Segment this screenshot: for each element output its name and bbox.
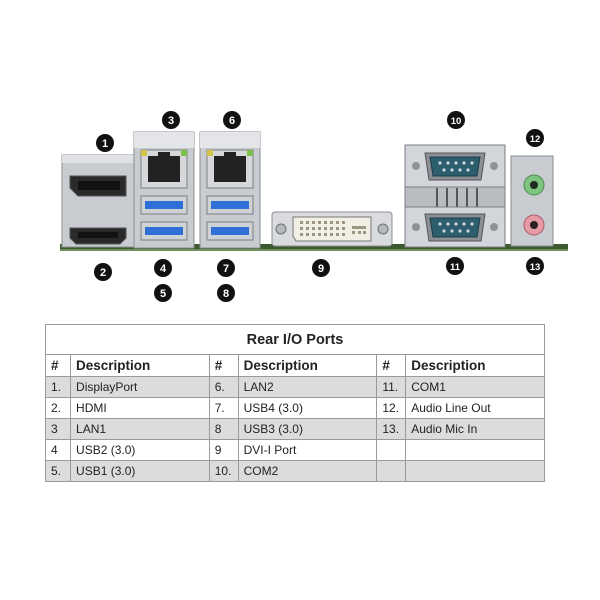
port-description: LAN1 bbox=[70, 418, 210, 440]
callout-13: 13 bbox=[526, 257, 544, 275]
port-number: 4 bbox=[44, 439, 72, 461]
lan1-usb-stack bbox=[133, 131, 195, 249]
port-description: USB1 (3.0) bbox=[70, 460, 210, 482]
usb2-port bbox=[140, 195, 188, 215]
port-description: DisplayPort bbox=[70, 376, 210, 398]
callout-6: 6 bbox=[223, 111, 241, 129]
callout-1: 1 bbox=[96, 134, 114, 152]
table-row: 2. HDMI 7. USB4 (3.0) 12. Audio Line Out bbox=[44, 397, 545, 419]
audio-mic-in-jack bbox=[523, 214, 545, 236]
port-number: 6. bbox=[208, 376, 239, 398]
board-edge bbox=[60, 244, 568, 250]
port-number bbox=[376, 460, 407, 482]
column-header: Description bbox=[237, 354, 378, 377]
com1-port bbox=[404, 144, 506, 188]
table-row: 4 USB2 (3.0) 9 DVI-I Port bbox=[44, 439, 545, 461]
table-caption-row: Rear I/O Ports bbox=[45, 324, 545, 355]
callout-2: 2 bbox=[94, 263, 112, 281]
port-description: USB4 (3.0) bbox=[237, 397, 378, 419]
audio-line-out-jack bbox=[523, 174, 545, 196]
lan2-port bbox=[206, 149, 254, 189]
port-description: USB3 (3.0) bbox=[237, 418, 378, 440]
port-number: 12. bbox=[376, 397, 407, 419]
callout-3: 3 bbox=[162, 111, 180, 129]
com-ports-stack bbox=[404, 144, 506, 248]
lan2-usb-stack bbox=[199, 131, 261, 249]
callout-9: 9 bbox=[312, 259, 330, 277]
column-header: # bbox=[208, 354, 239, 377]
callout-10: 10 bbox=[447, 111, 465, 129]
port-description: USB2 (3.0) bbox=[70, 439, 210, 461]
table-row: 3 LAN1 8 USB3 (3.0) 13. Audio Mic In bbox=[44, 418, 545, 440]
callout-9-label: 9 bbox=[318, 263, 324, 275]
port-description: HDMI bbox=[70, 397, 210, 419]
port-number: 13. bbox=[376, 418, 407, 440]
port-number bbox=[376, 439, 407, 461]
callout-1-label: 1 bbox=[102, 138, 108, 150]
video-stack bbox=[61, 154, 135, 248]
table-row: 5. USB1 (3.0) 10. COM2 bbox=[44, 460, 545, 482]
com2-port bbox=[404, 206, 506, 248]
port-description: DVI-I Port bbox=[237, 439, 378, 461]
table-caption: Rear I/O Ports bbox=[45, 324, 545, 355]
displayport-connector bbox=[69, 175, 127, 197]
hdmi-connector bbox=[69, 227, 127, 245]
port-number: 10. bbox=[208, 460, 239, 482]
lan1-port bbox=[140, 149, 188, 189]
callout-4-label: 4 bbox=[160, 263, 167, 275]
usb1-port bbox=[140, 221, 188, 241]
table-header-row: # Description # Description # Descriptio… bbox=[44, 354, 545, 377]
dvi-i-port bbox=[271, 211, 393, 247]
port-number: 7. bbox=[208, 397, 239, 419]
port-description bbox=[405, 439, 545, 461]
column-header: Description bbox=[405, 354, 545, 377]
port-description: Audio Mic In bbox=[405, 418, 545, 440]
callout-8-label: 8 bbox=[223, 288, 229, 300]
callout-11-label: 11 bbox=[450, 262, 461, 273]
callout-13-label: 13 bbox=[530, 262, 541, 273]
callout-6-label: 6 bbox=[229, 115, 235, 127]
board-edge-shadow bbox=[60, 249, 568, 251]
usb3-port bbox=[206, 221, 254, 241]
port-description: LAN2 bbox=[237, 376, 378, 398]
port-number: 1. bbox=[44, 376, 72, 398]
callout-3-label: 3 bbox=[168, 115, 174, 127]
table-row: 1. DisplayPort 6. LAN2 11. COM1 bbox=[44, 376, 545, 398]
callout-5: 5 bbox=[154, 284, 172, 302]
callout-4: 4 bbox=[154, 259, 172, 277]
callout-2-label: 2 bbox=[100, 267, 106, 279]
callout-5-label: 5 bbox=[160, 288, 166, 300]
port-number: 3 bbox=[44, 418, 72, 440]
port-number: 5. bbox=[44, 460, 72, 482]
port-description: COM2 bbox=[237, 460, 378, 482]
callout-7: 7 bbox=[217, 259, 235, 277]
port-number: 2. bbox=[44, 397, 72, 419]
audio-jack-stack bbox=[510, 155, 554, 247]
column-header: # bbox=[44, 354, 72, 377]
rear-io-table: Rear I/O Ports # Description # Descripti… bbox=[44, 324, 545, 482]
callout-8: 8 bbox=[217, 284, 235, 302]
callout-7-label: 7 bbox=[223, 263, 229, 275]
port-number: 11. bbox=[376, 376, 407, 398]
usb4-port bbox=[206, 195, 254, 215]
callout-10-label: 10 bbox=[451, 116, 462, 127]
port-number: 8 bbox=[208, 418, 239, 440]
port-description bbox=[405, 460, 545, 482]
column-header: Description bbox=[70, 354, 210, 377]
column-header: # bbox=[376, 354, 407, 377]
callout-12: 12 bbox=[526, 129, 544, 147]
com-header-pins bbox=[436, 188, 478, 208]
callout-11: 11 bbox=[446, 257, 464, 275]
port-description: COM1 bbox=[405, 376, 545, 398]
rear-io-diagram: 1 2 3 4 5 6 7 8 9 10 11 12 13 bbox=[60, 111, 568, 302]
port-number: 9 bbox=[208, 439, 239, 461]
callout-12-label: 12 bbox=[530, 134, 541, 145]
port-description: Audio Line Out bbox=[405, 397, 545, 419]
